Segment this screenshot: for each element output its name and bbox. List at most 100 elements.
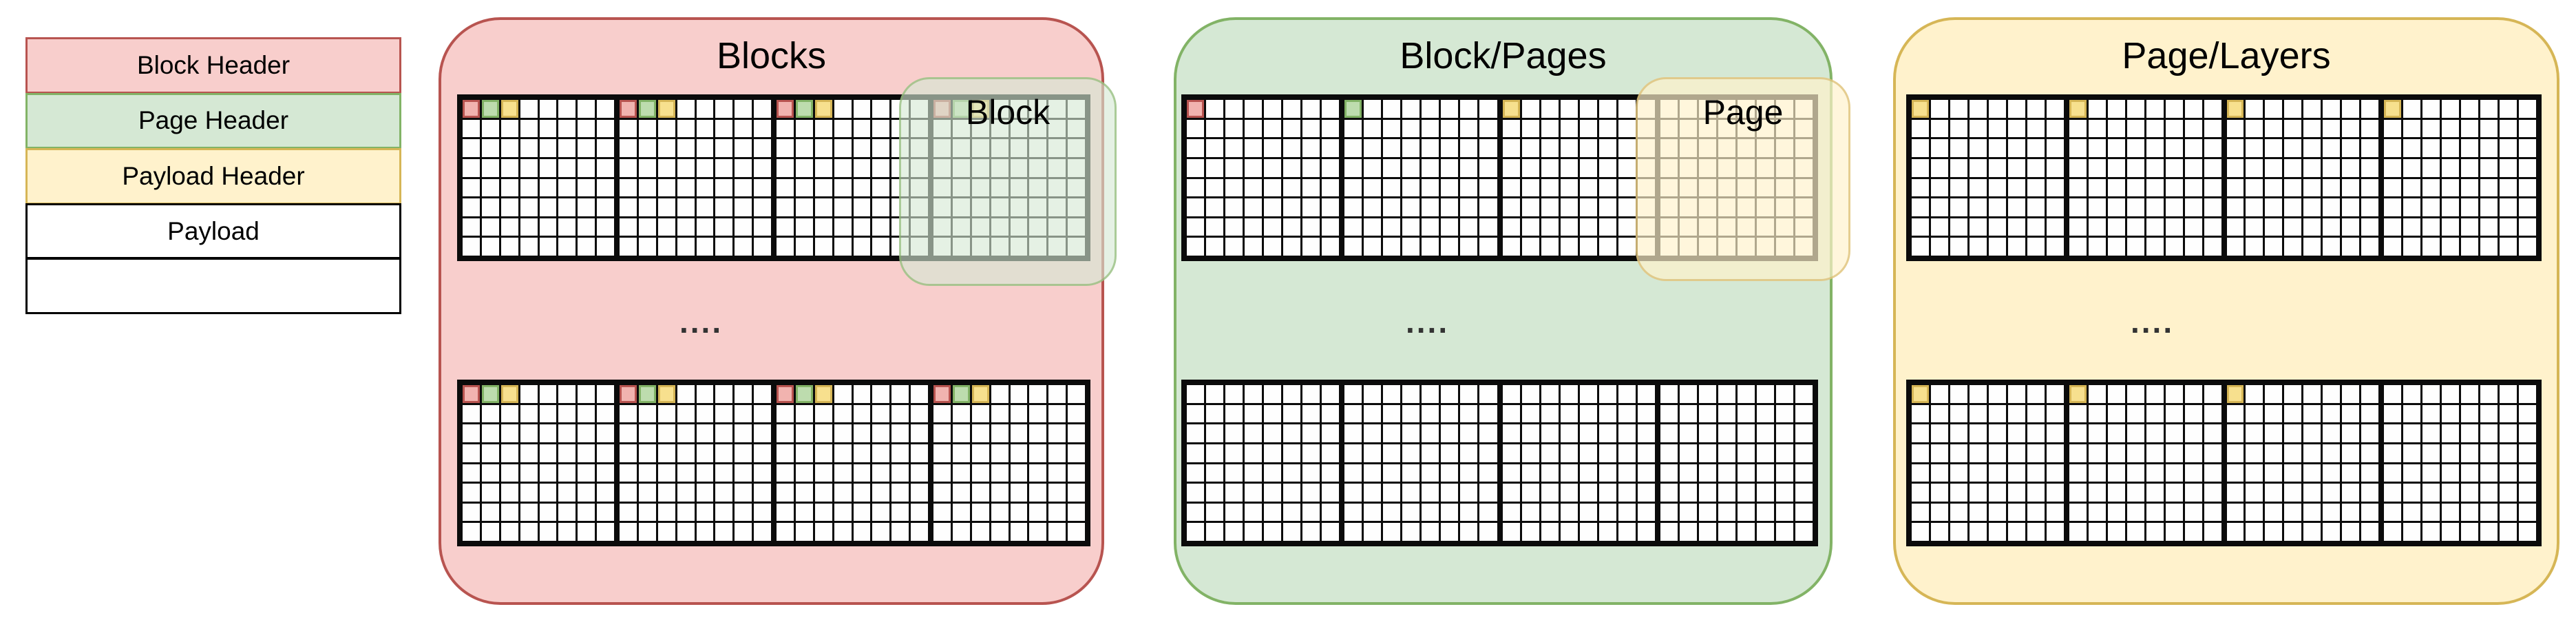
memory-cell xyxy=(2284,158,2302,177)
memory-cell xyxy=(1422,523,1439,541)
memory-cell xyxy=(2146,198,2164,216)
memory-cell xyxy=(715,523,733,541)
memory-cell xyxy=(1521,158,1539,177)
memory-cell xyxy=(463,503,480,522)
memory-cell xyxy=(2107,238,2125,256)
memory-cell xyxy=(2480,464,2498,482)
memory-cell xyxy=(1441,238,1459,256)
memory-cell xyxy=(1264,484,1282,502)
memory-cell xyxy=(814,484,832,502)
memory-cell xyxy=(911,385,928,403)
page-header-cell xyxy=(952,385,970,403)
memory-cell xyxy=(872,484,890,502)
memory-cell xyxy=(657,444,675,462)
memory-cell xyxy=(2480,139,2498,157)
memory-cell xyxy=(2384,139,2402,157)
memory-cell xyxy=(2007,424,2025,442)
memory-cell xyxy=(2519,464,2536,482)
memory-cell xyxy=(872,424,890,442)
memory-cell xyxy=(1969,218,1987,236)
memory-cell xyxy=(952,503,970,522)
memory-cell xyxy=(1560,424,1578,442)
memory-cell xyxy=(872,198,890,216)
memory-cell xyxy=(2027,385,2045,403)
memory-cell xyxy=(500,178,518,197)
memory-cell xyxy=(677,198,695,216)
memory-cell xyxy=(597,238,614,256)
memory-cell xyxy=(2165,139,2183,157)
memory-cell xyxy=(2165,238,2183,256)
memory-cell xyxy=(1383,238,1401,256)
memory-cell xyxy=(1637,424,1655,442)
page-header-cell xyxy=(638,100,656,118)
memory-cell xyxy=(853,100,871,118)
memory-cell xyxy=(2323,484,2341,502)
memory-cell xyxy=(1441,523,1459,541)
memory-cell xyxy=(2069,484,2087,502)
memory-cell xyxy=(696,119,714,138)
memory-cell xyxy=(2069,523,2087,541)
memory-cell xyxy=(1364,119,1382,138)
memory-cell xyxy=(1756,503,1774,522)
memory-cell xyxy=(520,444,538,462)
memory-cell xyxy=(1225,424,1243,442)
memory-cell xyxy=(715,139,733,157)
memory-cell xyxy=(1302,238,1320,256)
memory-cell xyxy=(1344,158,1362,177)
memory-cell xyxy=(1950,385,1967,403)
memory-cell xyxy=(1579,385,1597,403)
memory-cell xyxy=(735,424,752,442)
memory-cell xyxy=(754,139,771,157)
memory-cell xyxy=(834,503,852,522)
memory-cell xyxy=(1029,484,1047,502)
memory-cell xyxy=(539,444,557,462)
memory-cell xyxy=(1930,424,1948,442)
memory-cell xyxy=(1637,523,1655,541)
memory-cell xyxy=(1010,464,1028,482)
memory-cell xyxy=(1441,100,1459,118)
memory-cell xyxy=(1950,198,1967,216)
memory-cell xyxy=(1283,424,1301,442)
memory-cell xyxy=(2342,158,2360,177)
memory-cell xyxy=(2500,385,2517,403)
memory-cell xyxy=(620,158,637,177)
blocks-ellipsis: .... xyxy=(679,304,724,340)
memory-cell xyxy=(463,464,480,482)
memory-cell xyxy=(578,484,595,502)
memory-cell xyxy=(1364,198,1382,216)
memory-cell xyxy=(539,424,557,442)
memory-cell xyxy=(677,178,695,197)
memory-cell xyxy=(1245,424,1263,442)
memory-cell xyxy=(1302,385,1320,403)
memory-cell xyxy=(1322,198,1340,216)
memory-cell xyxy=(1521,424,1539,442)
memory-cell xyxy=(2226,198,2244,216)
memory-cell xyxy=(2303,178,2321,197)
memory-cell xyxy=(1541,198,1559,216)
memory-cell xyxy=(2361,238,2379,256)
memory-cell xyxy=(2226,464,2244,482)
memory-cell xyxy=(2027,100,2045,118)
memory-cell xyxy=(2204,178,2221,197)
memory-cell xyxy=(1560,238,1578,256)
memory-cell xyxy=(1598,385,1616,403)
memory-cell xyxy=(1541,119,1559,138)
memory-cell xyxy=(2265,503,2283,522)
memory-cell xyxy=(1460,464,1478,482)
memory-cell xyxy=(1737,444,1755,462)
memory-cell xyxy=(715,198,733,216)
block-header-cell xyxy=(777,385,794,403)
memory-cell xyxy=(1364,444,1382,462)
memory-cell xyxy=(814,158,832,177)
memory-cell xyxy=(2204,404,2221,423)
memory-cell xyxy=(2027,404,2045,423)
memory-cell xyxy=(2184,100,2202,118)
memory-cell xyxy=(1521,238,1539,256)
memory-cell xyxy=(1402,178,1420,197)
memory-cell xyxy=(1930,444,1948,462)
memory-cell xyxy=(2146,444,2164,462)
memory-cell xyxy=(834,523,852,541)
memory-cell xyxy=(2500,523,2517,541)
memory-cell xyxy=(1479,158,1497,177)
memory-cell xyxy=(558,444,576,462)
